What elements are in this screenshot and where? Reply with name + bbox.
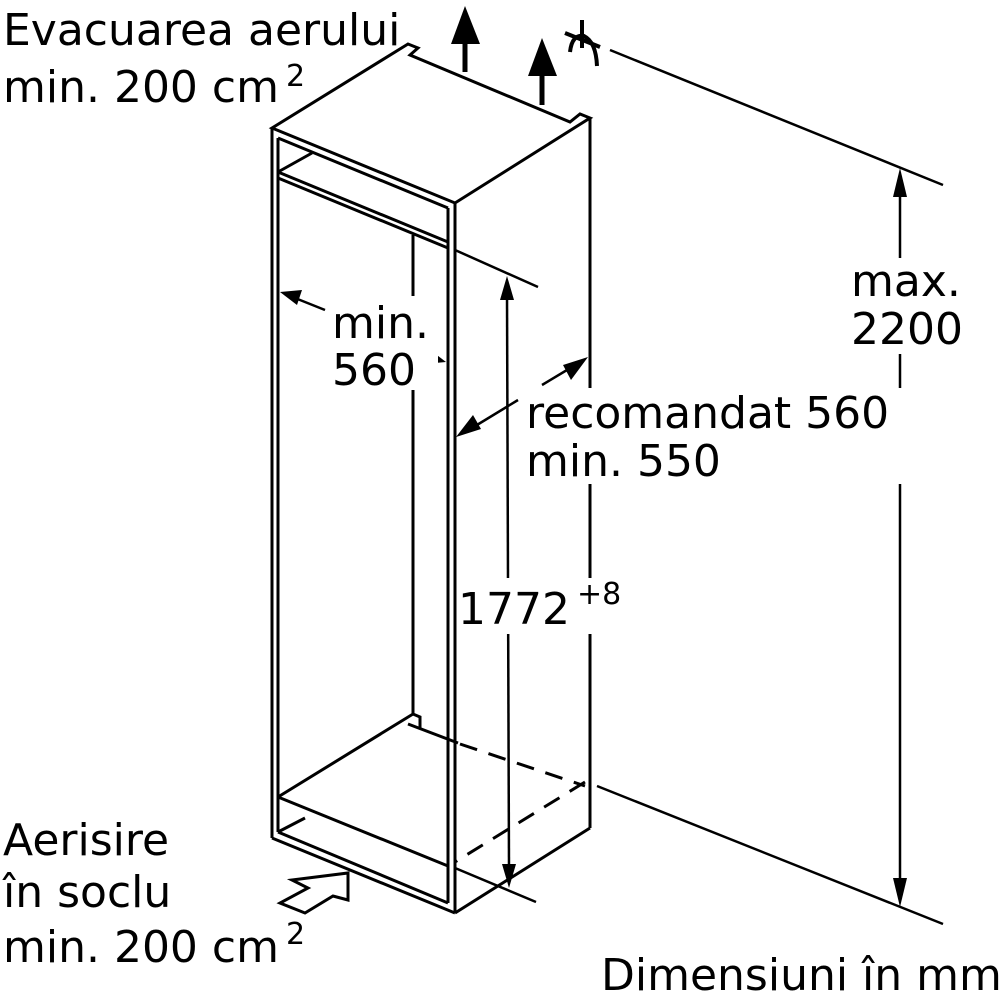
niche-floor-edge (407, 722, 459, 745)
hidden-floor-line (459, 742, 586, 788)
arrowhead-icon (456, 415, 481, 437)
plinth-vent-superscript: 2 (286, 917, 305, 952)
depth-dimension (456, 357, 588, 437)
plinth-vent-label-2: în soclu (2, 867, 171, 918)
top-band-line (277, 136, 449, 210)
bottom-band-line (277, 830, 449, 905)
arrowhead-icon (500, 276, 514, 300)
air-exhaust-min-area: min. 200 cm (3, 62, 279, 113)
niche-right-bottom-edge (454, 826, 591, 915)
niche-height-value: 1772 (458, 584, 570, 635)
arrowhead-icon (502, 864, 516, 888)
air-exhaust-superscript: 2 (286, 59, 305, 94)
extension-line (609, 48, 944, 187)
niche-top (268, 42, 594, 205)
units-note: Dimensiuni în mm (601, 950, 1000, 1000)
arrowhead-icon (893, 878, 907, 907)
air-exhaust-label: Evacuarea aerului (3, 5, 400, 56)
extension-line (596, 784, 944, 926)
niche-height-dimension (454, 248, 539, 904)
label-background (458, 578, 623, 634)
plinth-vent-arrow-icon (276, 871, 350, 915)
label-background (848, 258, 973, 354)
arrowhead-icon (280, 290, 302, 305)
niche-floor-edge (277, 712, 422, 799)
hidden-floor-line (454, 780, 586, 864)
arrowhead-icon (893, 168, 907, 197)
bottom-band-line (277, 816, 306, 834)
max-height-dimension (596, 48, 944, 926)
top-band-line (277, 151, 313, 174)
dimension-line (294, 296, 326, 312)
label-background (328, 296, 438, 390)
niche-height-tolerance: +8 (577, 577, 621, 612)
arrowhead-icon (563, 357, 588, 380)
extension-line (454, 866, 537, 904)
depth-recommended: recomandat 560 (526, 388, 889, 439)
reference-mark-icon (564, 20, 601, 67)
label-background (522, 388, 922, 484)
niche-bottom-edge (271, 836, 456, 915)
bottom-band-line (277, 795, 449, 868)
inner-width-label: min. (332, 298, 429, 349)
inner-width-value: 560 (332, 345, 416, 396)
air-exhaust-arrow-icon (451, 6, 557, 105)
plinth-vent-min-area: min. 200 cm (3, 922, 279, 973)
max-height-value: 2200 (851, 304, 963, 355)
plinth-vent-label: Aerisire (3, 815, 169, 866)
top-band-line (277, 170, 449, 244)
depth-min: min. 550 (526, 436, 721, 487)
extension-line (454, 248, 539, 289)
dimension-line (471, 398, 519, 430)
max-height-label: max. (851, 256, 961, 307)
top-band-line (277, 176, 449, 250)
